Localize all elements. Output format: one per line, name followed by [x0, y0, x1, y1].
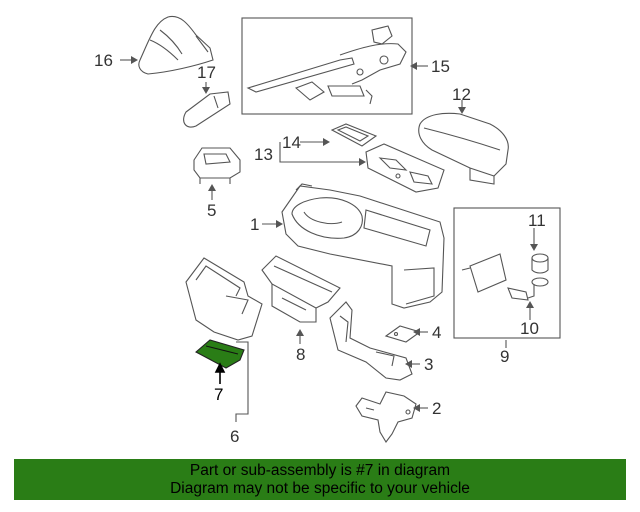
part-17-shape	[183, 91, 231, 128]
callout-17: 17	[197, 63, 216, 82]
part-12-shape	[418, 112, 509, 185]
banner-line-1: Part or sub-assembly is #7 in diagram	[189, 462, 451, 479]
part-5-shape	[193, 147, 241, 184]
callout-15: 15	[431, 57, 450, 76]
part-4-shape	[384, 325, 422, 343]
callout-7: 7	[214, 385, 223, 404]
callout-10: 10	[520, 319, 539, 338]
part-1-shape	[281, 183, 445, 309]
part-2-shape	[355, 391, 417, 443]
callout-1: 1	[250, 215, 259, 234]
callout-6: 6	[230, 427, 239, 446]
callout-8: 8	[296, 345, 305, 364]
callout-9: 9	[500, 347, 509, 366]
callout-3: 3	[424, 355, 433, 374]
part-16-shape	[138, 15, 214, 75]
callout-13: 13	[254, 145, 273, 164]
callout-12: 12	[452, 85, 471, 104]
callout-5: 5	[207, 201, 216, 220]
part-3-shape	[329, 301, 413, 381]
info-banner: Part or sub-assembly is #7 in diagram Di…	[14, 459, 626, 500]
banner-line-2: Diagram may not be specific to your vehi…	[170, 480, 470, 497]
callout-11: 11	[528, 211, 546, 230]
leader-arrowheads	[131, 56, 538, 412]
part-15-shape	[241, 17, 413, 115]
part-13-shape	[365, 143, 445, 193]
part-14-shape	[330, 123, 378, 147]
highlight-leader	[214, 362, 226, 384]
part-8-shape	[261, 255, 341, 323]
part-6-shape	[185, 257, 263, 341]
parts-diagram: 16 17 15 12 14 13 5 1 11 10 9 4 8 3 2 6 …	[94, 15, 561, 446]
callout-14: 14	[282, 133, 301, 152]
callout-4: 4	[432, 323, 441, 342]
callout-2: 2	[432, 399, 441, 418]
part-9-shape	[453, 207, 561, 339]
callout-16: 16	[94, 51, 113, 70]
